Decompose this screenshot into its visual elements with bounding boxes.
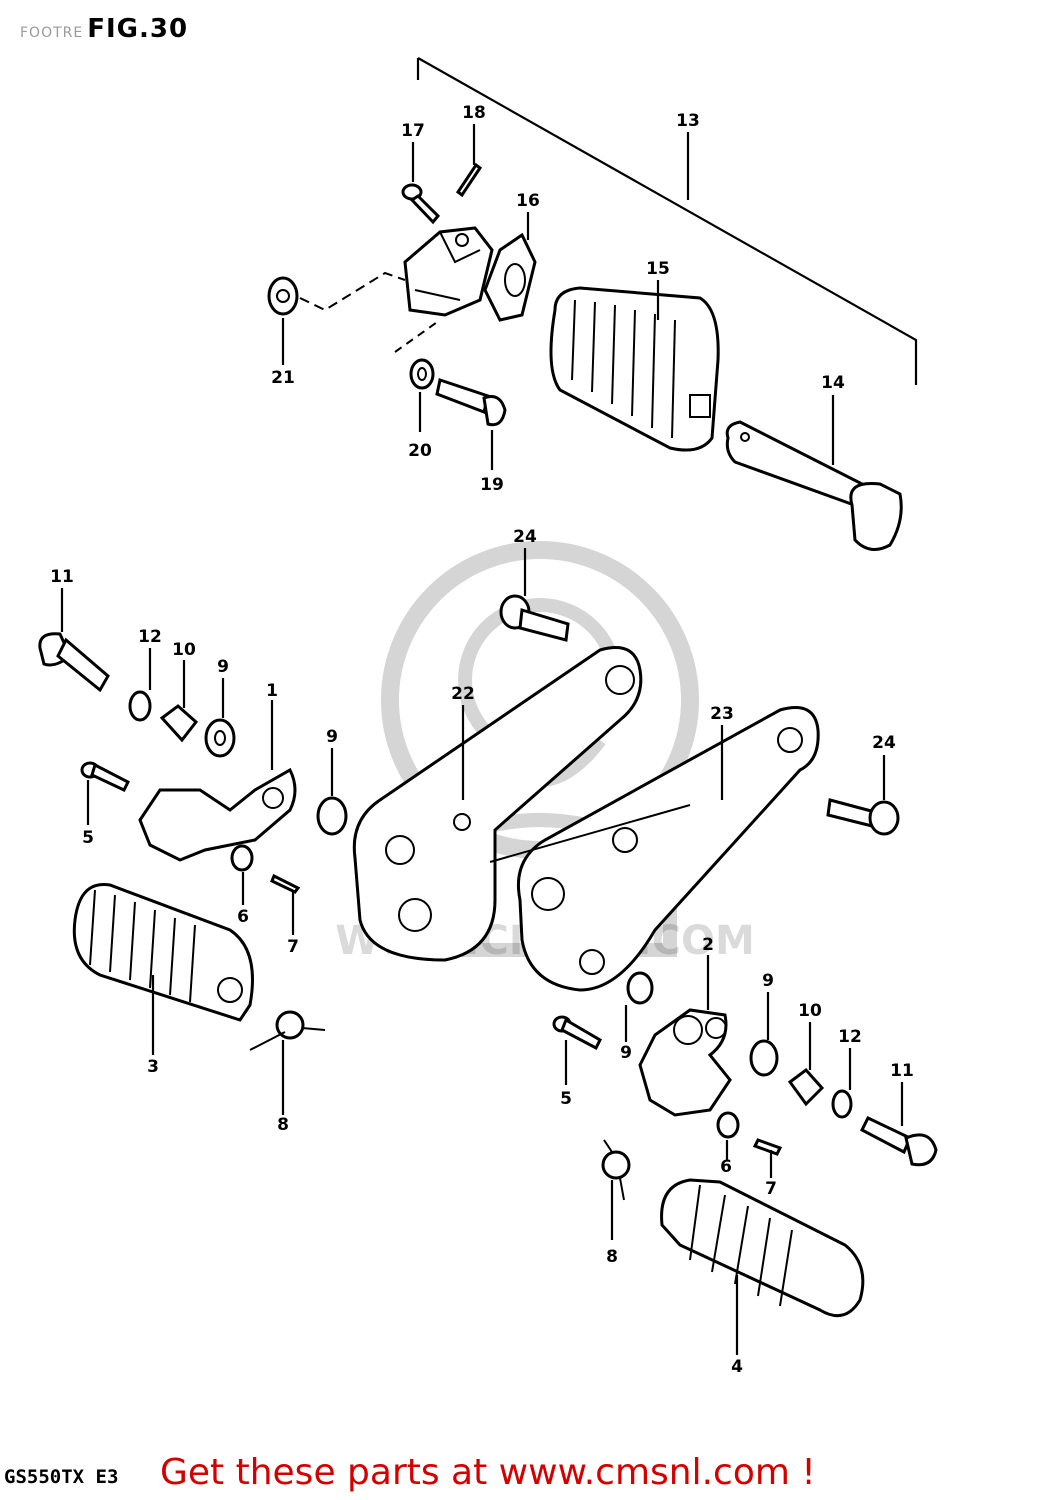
group-bracket-13 [416, 57, 918, 385]
callout-8a: 8 [277, 1115, 289, 1135]
callout-16: 16 [516, 191, 540, 211]
callout-9d: 9 [762, 971, 774, 991]
part-24-bolt-right [826, 798, 900, 836]
callout-4: 4 [731, 1357, 743, 1377]
part-4-footrest-rubber-right [660, 1178, 865, 1318]
callout-15: 15 [646, 259, 670, 279]
part-22-plate [352, 646, 643, 962]
part-21-nut [267, 271, 406, 316]
callout-7a: 7 [287, 937, 299, 957]
part-20-washer [394, 319, 441, 390]
part-10-collar-right [787, 1067, 825, 1107]
part-11-bolt-right [860, 1116, 938, 1167]
part-8-spring-right [601, 1139, 631, 1201]
part-12-washer-left [128, 690, 152, 722]
callout-12b: 12 [838, 1027, 862, 1047]
part-6-washer-right [716, 1111, 740, 1139]
callout-8b: 8 [606, 1247, 618, 1267]
part-9-bushing-left [204, 718, 236, 758]
part-2-bracket [638, 1008, 732, 1117]
part-7-cotter-right [752, 1138, 783, 1156]
callout-1: 1 [266, 681, 278, 701]
part-17-pin [401, 183, 441, 225]
callout-10a: 10 [172, 640, 196, 660]
callout-3: 3 [147, 1057, 159, 1077]
part-24-bolt-top [499, 594, 570, 642]
callout-6b: 6 [720, 1157, 732, 1177]
callout-2: 2 [702, 935, 714, 955]
callout-11a: 11 [50, 567, 74, 587]
callout-22: 22 [451, 684, 475, 704]
callout-7b: 7 [765, 1179, 777, 1199]
part-5-pin-left [80, 761, 131, 792]
callout-9a: 9 [217, 657, 229, 677]
part-9-bushing-mid [316, 796, 348, 836]
figure-title-faint: FOOTRE [20, 25, 84, 41]
callout-11b: 11 [890, 1061, 914, 1081]
callout-6a: 6 [237, 907, 249, 927]
callout-14: 14 [821, 373, 845, 393]
callout-5b: 5 [560, 1089, 572, 1109]
part-1-bracket [138, 767, 297, 862]
callout-24a: 24 [513, 527, 537, 547]
part-10-collar-left [159, 704, 199, 743]
part-13-bracket [403, 226, 494, 317]
callout-21: 21 [271, 368, 295, 388]
model-code: GS550TX E3 [4, 1466, 119, 1488]
part-14-footrest-shaft [725, 420, 903, 551]
callout-13: 13 [676, 111, 700, 131]
figure-label: FIG.30 [87, 14, 189, 44]
callout-9c: 9 [620, 1043, 632, 1063]
part-9-bushing-right-a [626, 971, 654, 1005]
callout-12a: 12 [138, 627, 162, 647]
part-11-bolt-left [38, 632, 110, 693]
part-3-footrest-rubber-left [72, 882, 254, 1022]
callout-24b: 24 [872, 733, 896, 753]
part-15-footrest-rubber [549, 286, 720, 452]
part-5-pin-right [552, 1015, 602, 1051]
callout-19: 19 [480, 475, 504, 495]
part-19-bolt [435, 378, 507, 427]
callout-20: 20 [408, 441, 432, 461]
part-16-plate [483, 232, 537, 322]
callout-18: 18 [462, 103, 486, 123]
callout-10b: 10 [798, 1001, 822, 1021]
part-23-plate [489, 706, 820, 992]
callout-5a: 5 [82, 828, 94, 848]
part-12-washer-right [831, 1089, 853, 1119]
footer-link[interactable]: Get these parts at www.cmsnl.com ! [160, 1452, 816, 1493]
part-18-cotter-pin [455, 162, 483, 198]
part-9-bushing-right-b [749, 1039, 779, 1077]
part-6-washer-left [230, 844, 254, 872]
part-8-spring-left [249, 1010, 326, 1051]
callout-17: 17 [401, 121, 425, 141]
callout-9b: 9 [326, 727, 338, 747]
part-7-cotter-left [270, 873, 301, 894]
callout-23: 23 [710, 704, 734, 724]
